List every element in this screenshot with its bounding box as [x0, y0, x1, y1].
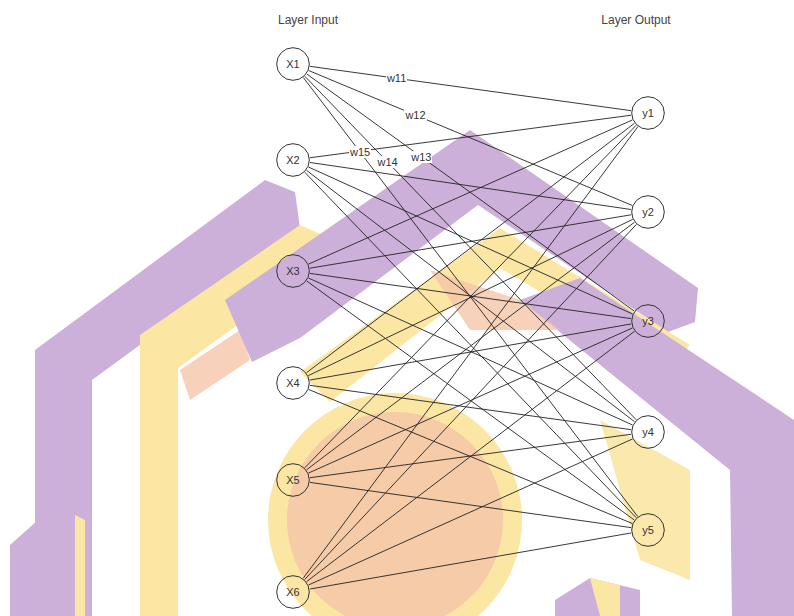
- neuron-label: X3: [286, 265, 299, 277]
- neuron-circle: y1: [631, 96, 665, 130]
- weight-connection: [309, 328, 633, 473]
- neuron-circle: y2: [631, 195, 665, 229]
- weight-connection: [310, 533, 632, 589]
- neuron-label: X2: [286, 154, 299, 166]
- weight-connection: [310, 115, 631, 158]
- weight-connection: [307, 281, 635, 520]
- neuron-label: X4: [286, 377, 299, 389]
- weight-connection: [309, 71, 633, 206]
- neuron-circle: y3: [631, 304, 665, 338]
- weight-connection: [303, 78, 637, 517]
- weight-connection: [307, 74, 634, 311]
- weight-connection: [307, 331, 635, 581]
- weight-connection: [305, 224, 637, 579]
- neuron-circle: X6: [276, 575, 310, 609]
- weight-label: w13: [410, 151, 432, 163]
- weight-connection: [305, 172, 636, 517]
- weight-connection: [307, 222, 635, 470]
- neuron-label: X5: [286, 474, 299, 486]
- neuron-circle: X5: [276, 463, 310, 497]
- weight-label: w12: [404, 109, 426, 121]
- neuron-circle: y5: [631, 513, 665, 547]
- weight-connection: [310, 162, 631, 209]
- layer-heading: Layer Output: [601, 13, 670, 27]
- weight-connection: [307, 123, 635, 372]
- weight-label: w14: [377, 156, 399, 168]
- neuron-label: X1: [286, 58, 299, 70]
- weight-connection: [310, 215, 631, 268]
- layer-heading: Layer Input: [278, 13, 338, 27]
- neuron-label: y4: [642, 426, 654, 438]
- neuron-label: y5: [642, 524, 654, 536]
- neuron-circle: X4: [276, 366, 310, 400]
- weight-label: w11: [386, 72, 407, 84]
- decor-shapes: [10, 130, 794, 616]
- neuron-circle: X2: [276, 143, 310, 177]
- weight-connection: [310, 66, 631, 110]
- neuron-label: y1: [642, 107, 654, 119]
- weight-connection: [310, 385, 631, 429]
- neuron-circle: X3: [276, 254, 310, 288]
- weight-connection: [308, 439, 632, 585]
- neuron-label: y3: [642, 315, 654, 327]
- neuron-circle: y4: [631, 415, 665, 449]
- neuron-label: y2: [642, 206, 654, 218]
- weight-connection: [308, 278, 632, 425]
- weight-connection: [305, 125, 636, 468]
- weight-label: w15: [349, 146, 371, 158]
- neuron-label: X6: [286, 586, 299, 598]
- weight-connection: [308, 167, 632, 314]
- neuron-circle: X1: [276, 47, 310, 81]
- weight-connection: [303, 127, 638, 579]
